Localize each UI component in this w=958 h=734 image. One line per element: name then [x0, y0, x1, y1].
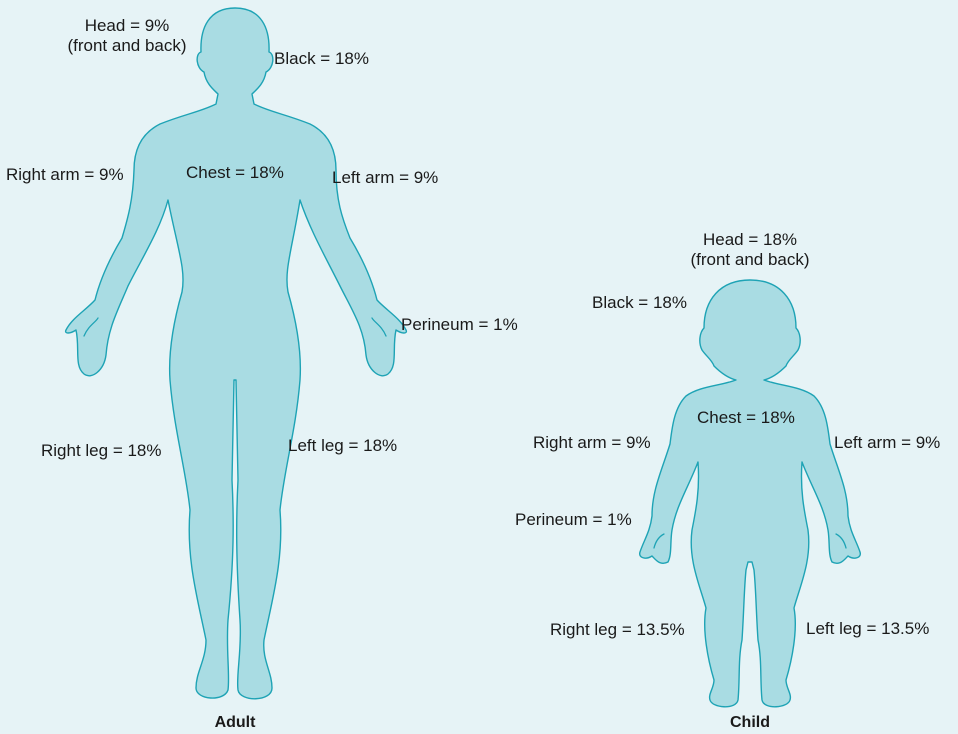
- child-body-silhouette: [640, 280, 861, 707]
- adult-right-arm-label: Right arm = 9%: [6, 165, 124, 185]
- child-left-arm-label: Left arm = 9%: [834, 433, 940, 453]
- adult-left-arm-label: Left arm = 9%: [332, 168, 438, 188]
- adult-head-label: Head = 9% (front and back): [56, 16, 198, 56]
- adult-figure: [66, 8, 407, 699]
- adult-body-silhouette: [66, 8, 407, 699]
- child-figure: [640, 280, 861, 707]
- adult-perineum-label: Perineum = 1%: [401, 315, 518, 335]
- child-perineum-label: Perineum = 1%: [515, 510, 632, 530]
- child-back-label: Black = 18%: [592, 293, 687, 313]
- child-head-label: Head = 18% (front and back): [676, 230, 824, 270]
- adult-right-leg-label: Right leg = 18%: [41, 441, 162, 461]
- adult-chest-label: Chest = 18%: [186, 163, 284, 183]
- child-caption: Child: [700, 713, 800, 733]
- adult-caption: Adult: [185, 713, 285, 733]
- child-right-leg-label: Right leg = 13.5%: [550, 620, 685, 640]
- adult-left-leg-label: Left leg = 18%: [288, 436, 397, 456]
- adult-back-label: Black = 18%: [274, 49, 369, 69]
- child-chest-label: Chest = 18%: [697, 408, 795, 428]
- child-left-leg-label: Left leg = 13.5%: [806, 619, 929, 639]
- child-right-arm-label: Right arm = 9%: [533, 433, 651, 453]
